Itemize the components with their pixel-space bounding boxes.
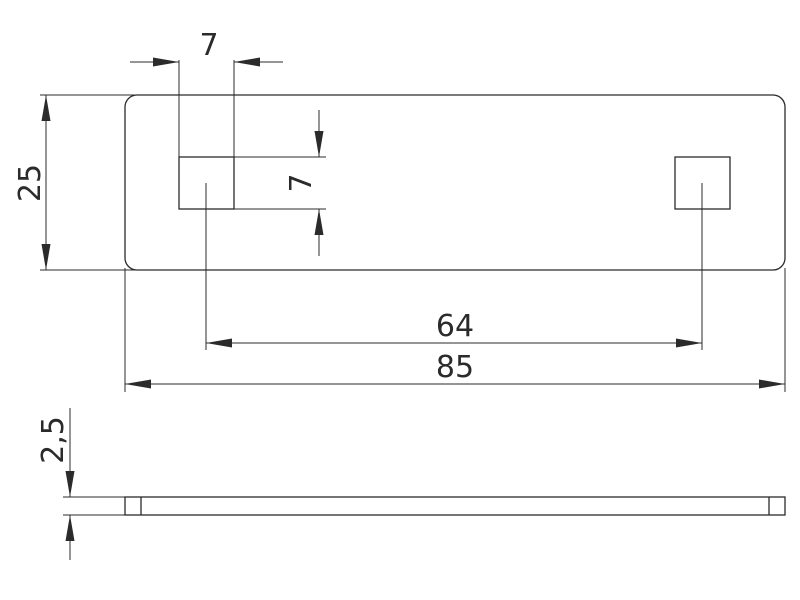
dimension-plate-length: 85: [124, 268, 786, 392]
slot-height-label: 7: [284, 173, 319, 192]
plate-thickness-label: 2,5: [36, 416, 71, 464]
slot-spacing-label: 64: [436, 309, 474, 344]
dimension-plate-thickness: 2,5: [36, 408, 125, 560]
plate-side-outline: [124, 496, 786, 516]
dimension-slot-spacing: 64: [205, 183, 703, 350]
dimension-slot-width: 7: [130, 28, 283, 157]
plate-outline: [124, 94, 786, 271]
side-view: [124, 496, 786, 516]
dimension-plate-height: 25: [13, 94, 135, 271]
dimension-slot-height: 7: [234, 110, 326, 256]
top-view: [124, 94, 786, 271]
plate-height-label: 25: [13, 164, 48, 202]
slot-width-label: 7: [199, 28, 218, 63]
plate-length-label: 85: [436, 350, 474, 385]
